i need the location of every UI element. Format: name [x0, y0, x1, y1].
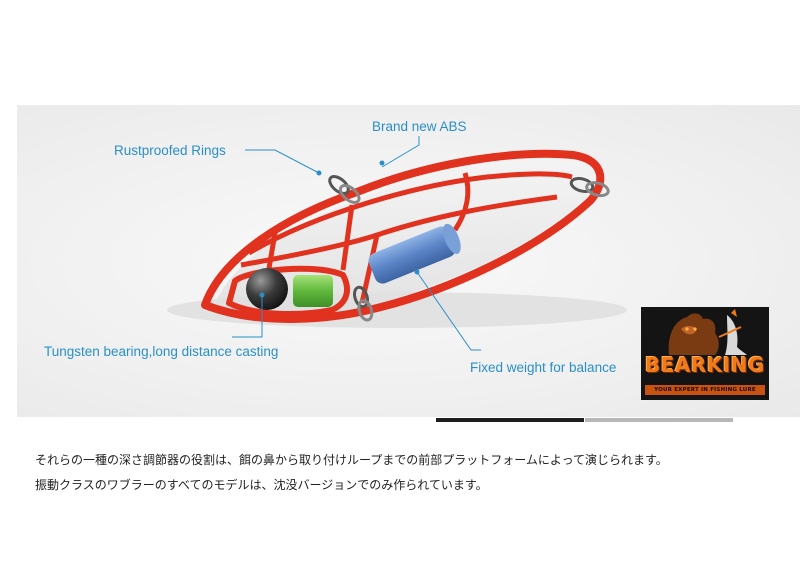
leader-rings: [245, 149, 320, 174]
blue-weight: [368, 223, 461, 284]
split-ring-icon: [328, 175, 361, 204]
label-abs: Brand new ABS: [372, 119, 467, 134]
leader-weight: [416, 271, 481, 351]
split-ring-icon: [353, 285, 374, 322]
frame-top-rib: [247, 171, 573, 256]
label-tungsten: Tungsten bearing,long distance casting: [44, 344, 279, 359]
caption-line-2: 振動クラスのワブラーのすべてのモデルは、沈没バージョンでのみ作られています。: [35, 478, 488, 492]
product-diagram: Brand new ABS Rustproofed Rings Tungsten…: [17, 105, 800, 417]
carousel-indicator[interactable]: [585, 418, 733, 422]
frame-vertical-rib-2: [340, 204, 355, 271]
leader-abs: [381, 136, 420, 168]
frame-chamber: [226, 265, 350, 318]
green-weight: [293, 275, 333, 307]
carousel-indicator-active[interactable]: [436, 418, 584, 422]
brand-logo: BEARKING YOUR EXPERT IN FISHING LURE: [641, 307, 769, 400]
split-ring-icon: [569, 177, 610, 198]
brand-tagline: YOUR EXPERT IN FISHING LURE: [645, 385, 765, 395]
leader-tungsten: [232, 295, 263, 338]
brand-name: BEARKING: [645, 353, 765, 377]
caption-line-1: それらの一種の深さ調節器の役割は、餌の鼻から取り付けループまでの前部プラットフォ…: [35, 453, 668, 467]
label-rings: Rustproofed Rings: [114, 143, 226, 158]
tungsten-ball: [246, 268, 288, 310]
lure-illustration: [167, 136, 627, 351]
frame-vertical-rib-3: [452, 172, 471, 232]
frame-lower-rib: [240, 194, 558, 268]
label-weight: Fixed weight for balance: [470, 360, 617, 375]
bear-logo-icon: [668, 309, 747, 355]
